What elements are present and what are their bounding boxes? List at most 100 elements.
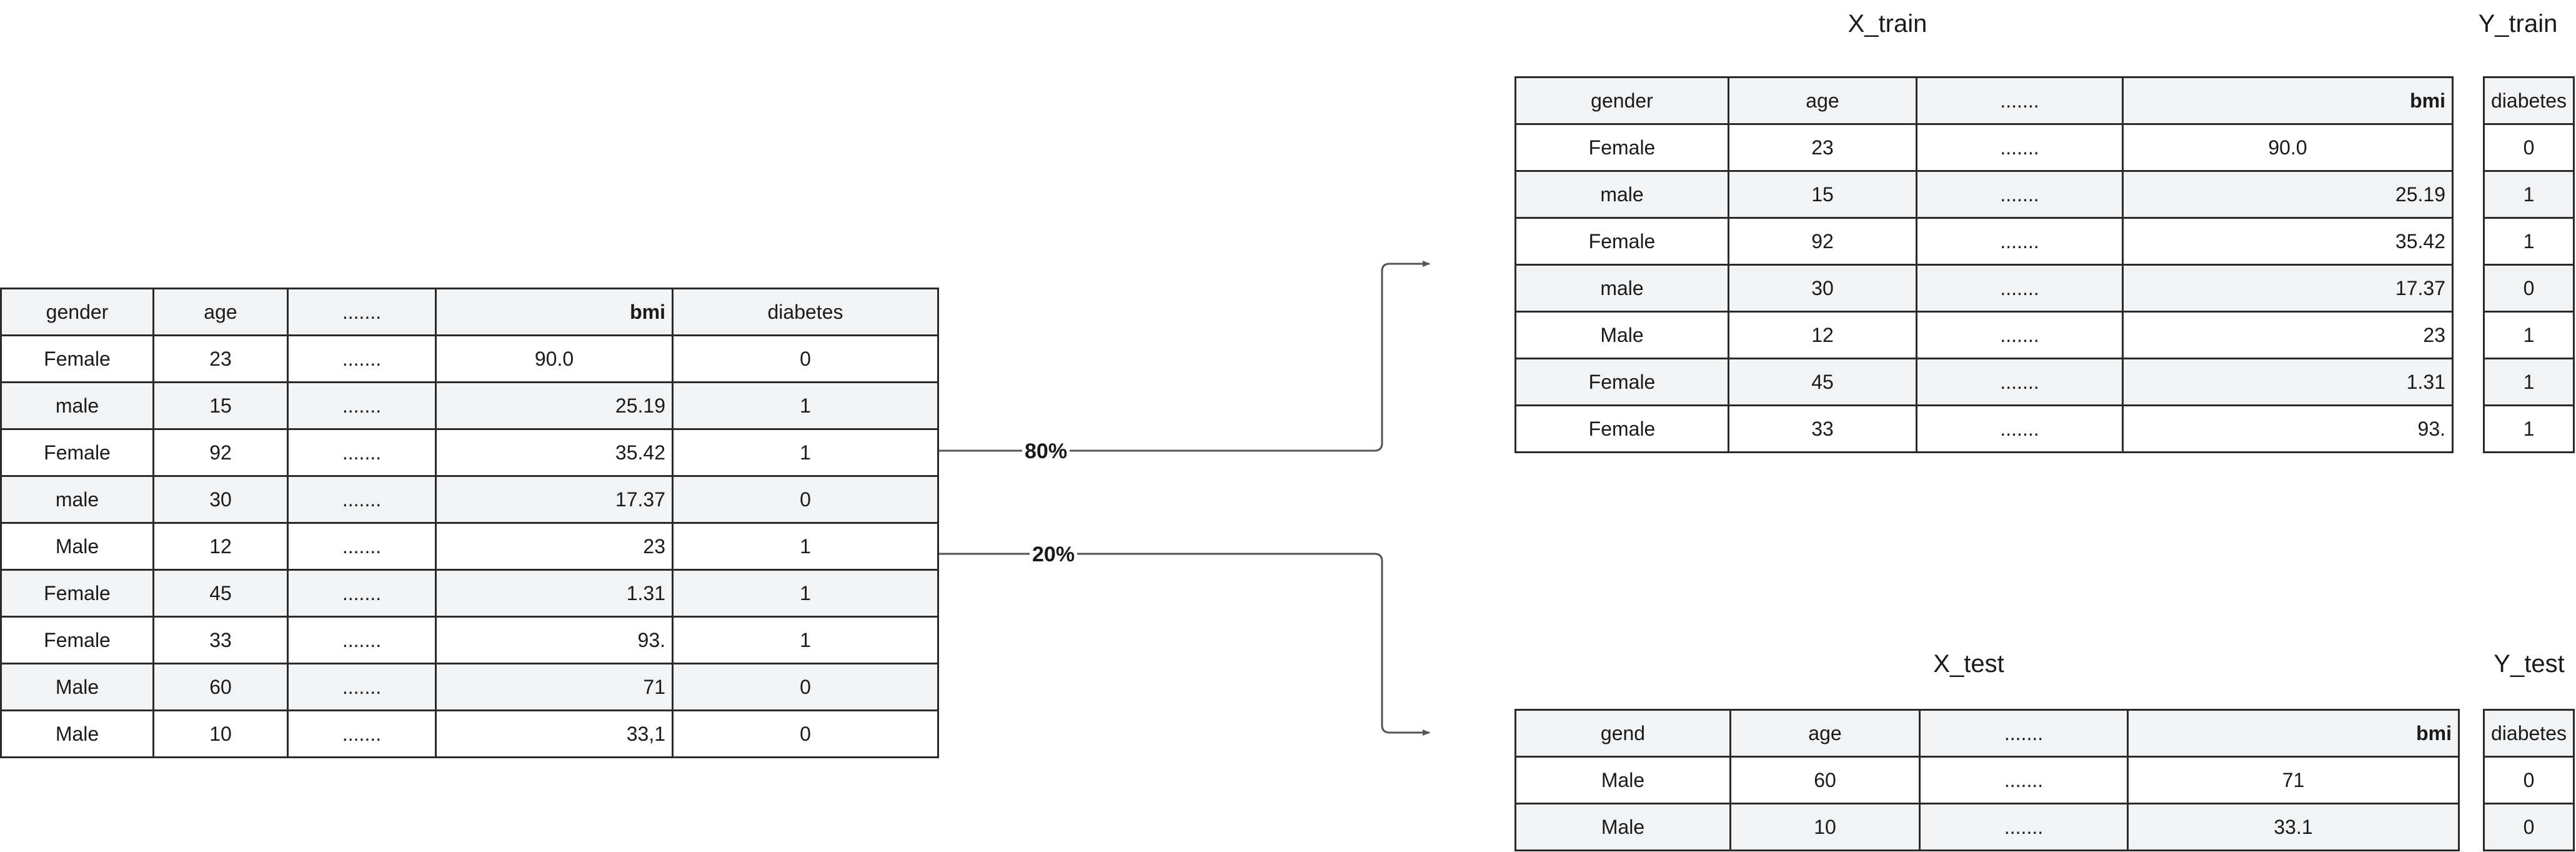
- source-table-cell: 1: [672, 381, 939, 430]
- source-table-cell: .......: [287, 569, 437, 618]
- x-train-cell: 90.0: [2122, 123, 2454, 172]
- x-test-header-cell: age: [1729, 709, 1921, 758]
- source-table-cell: 25.19: [435, 381, 674, 430]
- source-table-cell: 33,1: [435, 709, 674, 758]
- x-test-title: X_test: [1933, 650, 2004, 678]
- source-table-cell: 0: [672, 334, 939, 383]
- y-train-cell: 0: [2483, 264, 2575, 313]
- x-test-cell: .......: [1919, 803, 2129, 851]
- source-table-cell: 1: [672, 569, 939, 618]
- source-table-cell: 92: [152, 428, 289, 477]
- source-table-cell: 90.0: [435, 334, 674, 383]
- source-table-cell: 30: [152, 475, 289, 524]
- x-train-cell: .......: [1916, 264, 2124, 313]
- x-train-cell: 93.: [2122, 404, 2454, 453]
- x-test-cell: Male: [1514, 756, 1731, 804]
- source-table-cell: .......: [287, 522, 437, 571]
- x-train-cell: 17.37: [2122, 264, 2454, 313]
- y-train-cell: 1: [2483, 358, 2575, 406]
- x-test-cell: 33.1: [2127, 803, 2460, 851]
- x-train-cell: 25.19: [2122, 170, 2454, 219]
- x-train-cell: 35.42: [2122, 217, 2454, 266]
- x-train-cell: Male: [1514, 311, 1729, 359]
- y-test-cell: 0: [2483, 803, 2575, 851]
- source-table-cell: .......: [287, 475, 437, 524]
- source-table-cell: 17.37: [435, 475, 674, 524]
- x-train-cell: 92: [1728, 217, 1917, 266]
- y-test-cell: 0: [2483, 756, 2575, 804]
- x-train-cell: .......: [1916, 404, 2124, 453]
- source-table-cell: male: [0, 475, 154, 524]
- x-train-cell: Female: [1514, 217, 1729, 266]
- source-table-cell: Male: [0, 663, 154, 711]
- x-test-cell: Male: [1514, 803, 1731, 851]
- x-train-header-cell: bmi: [2122, 76, 2454, 125]
- source-table-cell: male: [0, 381, 154, 430]
- x-train-cell: 23: [1728, 123, 1917, 172]
- x-train-cell: .......: [1916, 311, 2124, 359]
- source-table-cell: .......: [287, 616, 437, 664]
- source-table-cell: 10: [152, 709, 289, 758]
- x-train-cell: .......: [1916, 358, 2124, 406]
- source-table-cell: .......: [287, 709, 437, 758]
- x-test-header-cell: gend: [1514, 709, 1731, 758]
- x-train-cell: .......: [1916, 170, 2124, 219]
- x-train-title: X_train: [1847, 10, 1927, 38]
- source-table-cell: Female: [0, 428, 154, 477]
- test-split-label: 20%: [1030, 544, 1078, 565]
- x-train-header-cell: .......: [1916, 76, 2124, 125]
- source-table-cell: Female: [0, 616, 154, 664]
- source-table-cell: 71: [435, 663, 674, 711]
- source-table-header-cell: .......: [287, 288, 437, 336]
- source-table-cell: 15: [152, 381, 289, 430]
- source-table-header-cell: bmi: [435, 288, 674, 336]
- source-table-cell: 0: [672, 709, 939, 758]
- x-train-cell: Female: [1514, 123, 1729, 172]
- source-table-cell: 35.42: [435, 428, 674, 477]
- x-train-cell: .......: [1916, 217, 2124, 266]
- source-table-cell: .......: [287, 428, 437, 477]
- x-train-cell: 30: [1728, 264, 1917, 313]
- source-table-cell: 23: [152, 334, 289, 383]
- x-train-cell: 23: [2122, 311, 2454, 359]
- x-train-cell: 1.31: [2122, 358, 2454, 406]
- x-train-cell: Female: [1514, 404, 1729, 453]
- source-table-cell: 0: [672, 475, 939, 524]
- source-table-header-cell: age: [152, 288, 289, 336]
- source-table-cell: 45: [152, 569, 289, 618]
- source-table-cell: 1: [672, 616, 939, 664]
- source-table-cell: Female: [0, 569, 154, 618]
- y-train-cell: 0: [2483, 123, 2575, 172]
- source-table-cell: 1.31: [435, 569, 674, 618]
- y-train-title: Y_train: [2478, 10, 2558, 38]
- x-test-cell: 10: [1729, 803, 1921, 851]
- x-train-cell: 45: [1728, 358, 1917, 406]
- source-table-cell: 0: [672, 663, 939, 711]
- source-table-cell: 1: [672, 428, 939, 477]
- source-table-cell: 23: [435, 522, 674, 571]
- x-train-cell: Female: [1514, 358, 1729, 406]
- y-train-cell: 1: [2483, 217, 2575, 266]
- test-arrow: [937, 553, 1430, 736]
- x-train-cell: .......: [1916, 123, 2124, 172]
- source-table-cell: Male: [0, 522, 154, 571]
